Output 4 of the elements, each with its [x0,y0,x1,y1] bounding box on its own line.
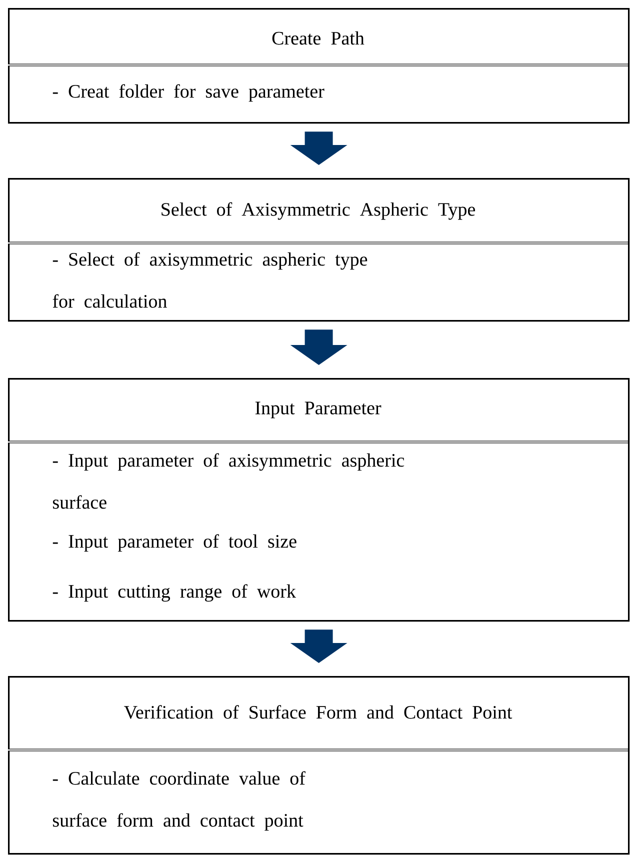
process-box: Create Path - Creat folder for save parameter [8,8,630,124]
process-box: Input Parameter - Input parameter of axisymmetric aspheric surface - Input parameter of tool size - Input cutting range of work [8,378,630,622]
process-box: Verification of Surface Form and Contact Point - Calculate coordinate value of surface form and contact point [8,676,630,855]
process-box: Select of Axisymmetric Aspheric Type - Select of axisymmetric aspheric type for calculation [8,178,630,322]
